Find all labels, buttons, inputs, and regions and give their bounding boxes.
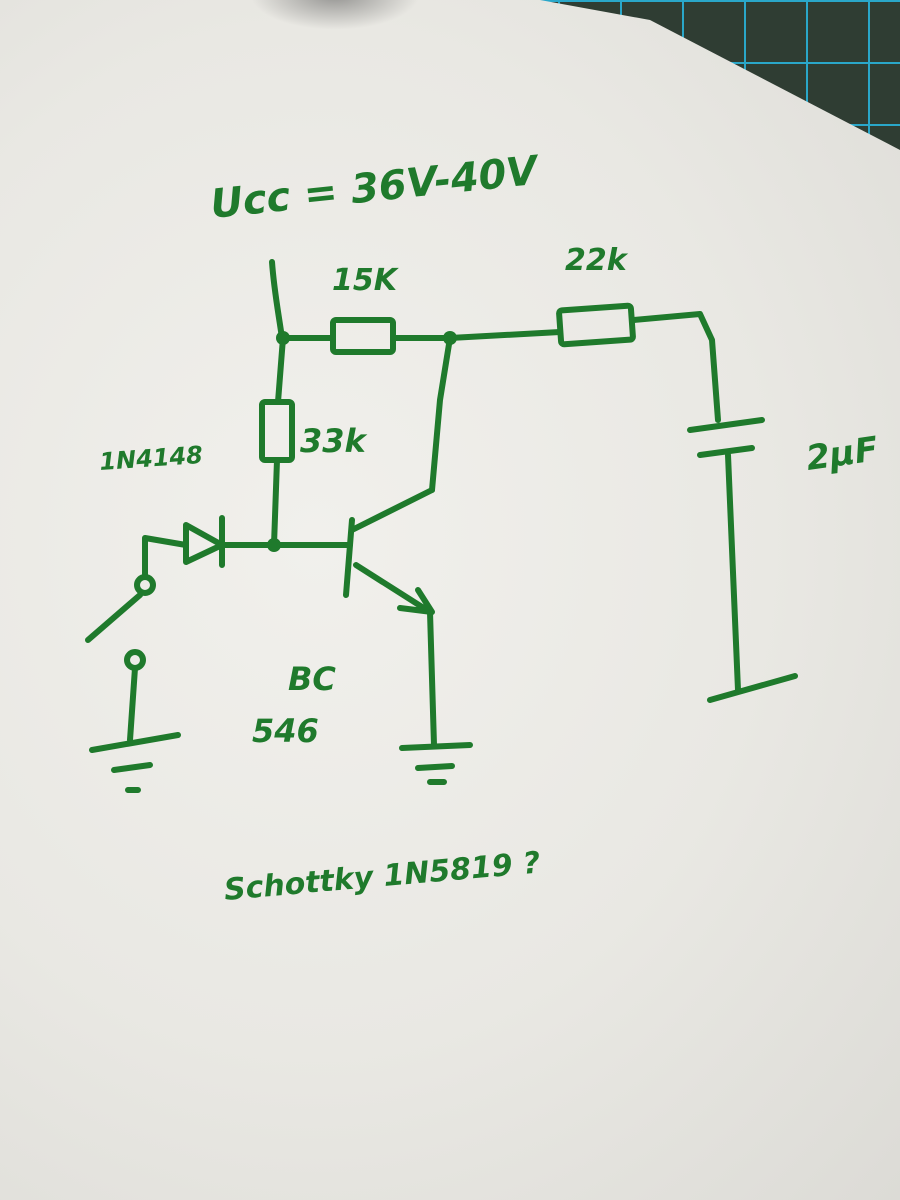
switch-contact — [134, 574, 156, 596]
capacitor-label: 2μF — [804, 429, 881, 479]
transistor-label-line1: BC — [288, 660, 336, 698]
resistor-33k — [259, 399, 295, 463]
switch-lever — [85, 592, 143, 643]
resistor-22k — [556, 302, 636, 348]
wire — [631, 311, 721, 423]
transistor-bc546 — [343, 487, 435, 615]
resistor-22k-label: 22k — [565, 243, 629, 278]
diode-1n4148 — [183, 515, 225, 568]
resistor-33k-label: 33k — [300, 422, 368, 460]
resistor-15k-label: 15K — [332, 263, 400, 298]
ground-symbol — [707, 673, 798, 703]
supply-voltage-label: Ucc = 36V-40V — [208, 148, 542, 228]
emitter-wire — [427, 609, 437, 748]
resistor-15k — [330, 317, 396, 355]
supply-wire — [269, 259, 285, 341]
wire — [127, 665, 138, 743]
ground-symbol — [399, 742, 473, 785]
wire — [271, 457, 280, 548]
collector-wire — [429, 335, 453, 493]
capacitor-2uF — [687, 417, 765, 458]
ground-symbol — [89, 732, 181, 793]
wire — [142, 535, 189, 578]
wire — [275, 335, 286, 405]
wire — [447, 329, 563, 341]
transistor-label-line2: 546 — [252, 712, 319, 750]
schottky-note: Schottky 1N5819 ? — [223, 845, 542, 908]
wire — [725, 452, 741, 693]
diode-label: 1N4148 — [98, 441, 203, 476]
